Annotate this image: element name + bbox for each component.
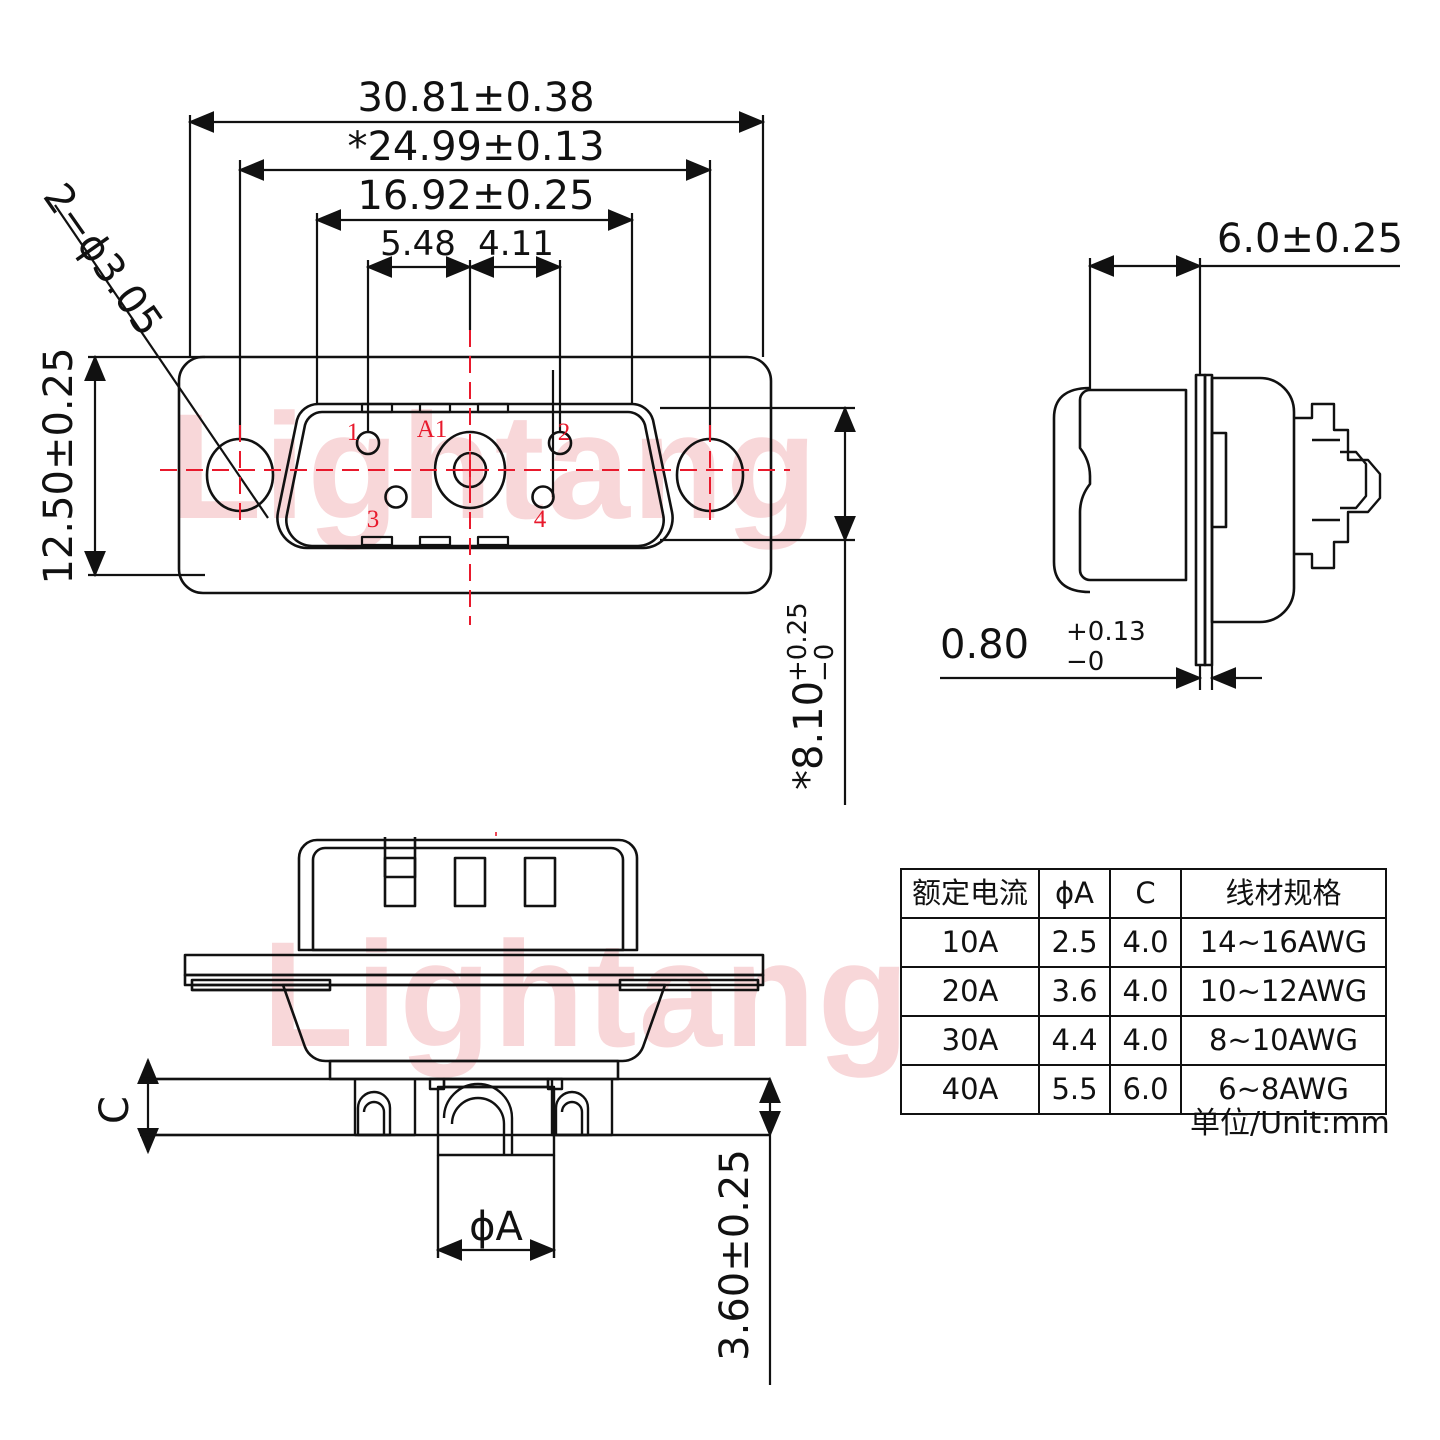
- front-view-hole-crosshairs: [455, 452, 485, 488]
- cell-current: 20A: [900, 966, 1040, 1017]
- cell-c: 4.0: [1109, 917, 1182, 968]
- front-view-centerlines: [160, 330, 790, 625]
- dim-body-depth: 6.0±0.25: [1217, 216, 1403, 262]
- cell-wire: 10~12AWG: [1180, 966, 1387, 1017]
- side-view-dimension-lines: [940, 255, 1400, 690]
- dim-shell-height: *8.10: [786, 681, 832, 790]
- dim-hole-callout: 2−ϕ3.05: [34, 175, 172, 344]
- spec-table: 额定电流 ϕA C 线材规格 10A 2.5 4.0 14~16AWG 20A …: [900, 868, 1387, 1115]
- front-view-pin-leaders: [366, 370, 562, 497]
- table-row: 10A 2.5 4.0 14~16AWG: [900, 917, 1387, 968]
- table-row: 20A 3.6 4.0 10~12AWG: [900, 966, 1387, 1017]
- header-c: C: [1109, 868, 1182, 919]
- unit-note: 单位/Unit:mm: [1190, 1106, 1390, 1141]
- cell-c: 6.0: [1109, 1064, 1182, 1115]
- cell-current: 40A: [900, 1064, 1040, 1115]
- dim-overall-width: 30.81±0.38: [357, 75, 594, 121]
- header-rated-current: 额定电流: [900, 868, 1040, 919]
- front-view-dimension-lines: [54, 111, 856, 805]
- dim-mounting-hole-pitch: *24.99±0.13: [347, 124, 604, 170]
- dim-shell-width: 16.92±0.25: [357, 173, 594, 219]
- pin-label-4: 4: [534, 506, 547, 533]
- cell-wire: 8~10AWG: [1180, 1015, 1387, 1066]
- dim-flange-thickness: 0.80: [940, 622, 1029, 668]
- pin-label-2: 2: [558, 419, 571, 446]
- pin-label-a1: A1: [417, 416, 448, 443]
- dim-flange-thickness-group: 0.80 +0.13 −0: [940, 617, 1146, 677]
- dim-shell-height-tol-upper: +0.25: [783, 602, 813, 682]
- front-view-mounting-holes: [205, 437, 745, 513]
- cell-wire: 14~16AWG: [1180, 917, 1387, 968]
- header-dia-a: ϕA: [1038, 868, 1111, 919]
- pin-label-1: 1: [347, 419, 360, 446]
- cell-wire: 6~8AWG: [1180, 1064, 1387, 1115]
- cell-c: 4.0: [1109, 1015, 1182, 1066]
- dim-contact-length: C: [92, 1096, 138, 1124]
- dim-flange-thickness-tol-lower: −0: [1066, 647, 1104, 677]
- table-row: 30A 4.4 4.0 8~10AWG: [900, 1015, 1387, 1066]
- cell-dia-a: 2.5: [1038, 917, 1111, 968]
- bottom-view-body: [183, 837, 765, 1081]
- front-view-flange: [177, 355, 773, 595]
- dim-contact-dia: ϕA: [469, 1204, 523, 1250]
- dim-shell-height-group: *8.10 +0.25 −0: [783, 602, 840, 790]
- front-view-shell-tabs: [360, 402, 510, 547]
- watermark-bottom-view: Lightang: [262, 910, 912, 1078]
- side-view-contacts: [1294, 402, 1382, 570]
- dim-flange-thickness-tol-upper: +0.13: [1066, 617, 1146, 647]
- front-view-d-shell: [276, 402, 674, 550]
- cell-dia-a: 4.4: [1038, 1015, 1111, 1066]
- bottom-view-dimension-lines: [137, 1057, 781, 1385]
- cell-c: 4.0: [1109, 966, 1182, 1017]
- dim-pin-pitch-right: 4.11: [478, 224, 554, 264]
- cell-dia-a: 3.6: [1038, 966, 1111, 1017]
- dim-tail-length: 3.60±0.25: [712, 1149, 758, 1361]
- cell-current: 10A: [900, 917, 1040, 968]
- pin-label-3: 3: [367, 506, 380, 533]
- cell-current: 30A: [900, 1015, 1040, 1066]
- dim-flange-height: 12.50±0.25: [36, 347, 82, 584]
- dim-shell-height-tol-lower: −0: [810, 644, 840, 682]
- cell-dia-a: 5.5: [1038, 1064, 1111, 1115]
- table-row: 40A 5.5 6.0 6~8AWG: [900, 1064, 1387, 1115]
- bottom-view-solder-cups: [148, 1077, 770, 1258]
- spec-table-header-row: 额定电流 ϕA C 线材规格: [900, 868, 1387, 919]
- header-wire-spec: 线材规格: [1180, 868, 1387, 919]
- dim-pin-pitch-left: 5.48: [380, 224, 456, 264]
